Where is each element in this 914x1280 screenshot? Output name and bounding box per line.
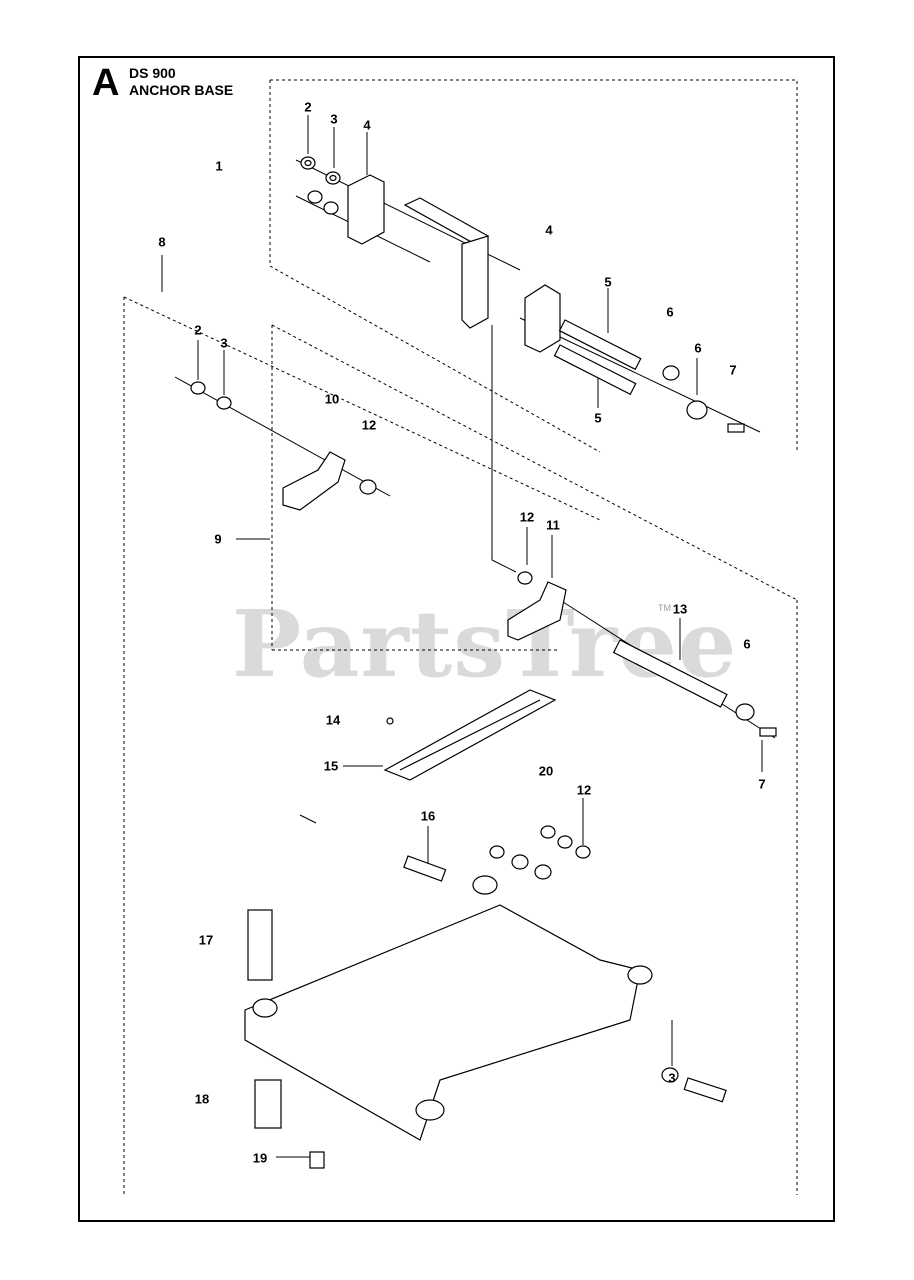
screw-part — [759, 727, 777, 737]
screw-17 — [247, 909, 273, 981]
clamp-arm-left — [282, 451, 346, 511]
callout-14: 14 — [325, 712, 341, 728]
callout-3: 3 — [220, 335, 228, 351]
model-name: DS 900 — [129, 65, 176, 81]
frame-channel — [403, 197, 490, 245]
callout-3: 3 — [330, 111, 338, 127]
callout-19: 19 — [252, 1150, 268, 1166]
callout-1: 1 — [215, 158, 223, 174]
washer-part — [735, 703, 755, 721]
watermark-logo: PartsTree — [232, 590, 738, 698]
callout-2: 2 — [194, 322, 202, 338]
callout-3: 3 — [668, 1070, 676, 1086]
callout-8: 8 — [158, 234, 166, 250]
callout-2: 2 — [304, 99, 312, 115]
drawing-frame — [78, 56, 835, 1222]
upper-group-outline — [270, 79, 798, 452]
callout-5: 5 — [604, 274, 612, 290]
callout-7: 7 — [758, 776, 766, 792]
callout-7: 7 — [729, 362, 737, 378]
callout-4: 4 — [545, 222, 553, 238]
screw-19 — [309, 1151, 325, 1169]
screw-14 — [386, 717, 394, 725]
callout-6: 6 — [743, 636, 751, 652]
rod-part — [558, 319, 642, 371]
callout-11: 11 — [546, 517, 560, 533]
assembly-group-outlines — [123, 79, 798, 1195]
callout-10: 10 — [324, 391, 340, 407]
watermark-tm: TM — [658, 603, 671, 613]
washer-part — [575, 845, 591, 859]
frame-block — [461, 235, 489, 329]
washer-part — [517, 571, 533, 585]
callout-4: 4 — [363, 117, 371, 133]
bracket-plate-left — [347, 174, 385, 245]
callout-9: 9 — [214, 531, 222, 547]
anchor-base-plate — [244, 904, 641, 1141]
clamp-arm-right — [507, 581, 567, 641]
bolt-16 — [403, 855, 447, 882]
washer-part — [359, 479, 377, 495]
callout-12: 12 — [576, 782, 592, 798]
callout-12: 12 — [519, 509, 535, 525]
callout-15: 15 — [323, 758, 339, 774]
washer-part — [662, 365, 680, 381]
washer-part — [686, 400, 708, 420]
diagram-title: ANCHOR BASE — [129, 82, 234, 98]
callout-5: 5 — [594, 410, 602, 426]
callout-16: 16 — [420, 808, 436, 824]
callout-12: 12 — [361, 417, 377, 433]
callout-20: 20 — [538, 763, 554, 779]
sleeve-18 — [254, 1079, 282, 1129]
callout-18: 18 — [194, 1091, 210, 1107]
callout-13: 13 — [672, 601, 688, 617]
section-letter: A — [92, 62, 120, 104]
callout-17: 17 — [198, 932, 214, 948]
washer-part — [216, 396, 232, 410]
screw-part — [727, 423, 745, 433]
bracket-plate-right — [524, 284, 561, 353]
parts — [190, 156, 777, 1169]
callout-6: 6 — [666, 304, 674, 320]
washer-part — [661, 1067, 679, 1083]
rod-part-13 — [612, 639, 728, 708]
callout-6: 6 — [694, 340, 702, 356]
washer-part — [190, 381, 206, 395]
